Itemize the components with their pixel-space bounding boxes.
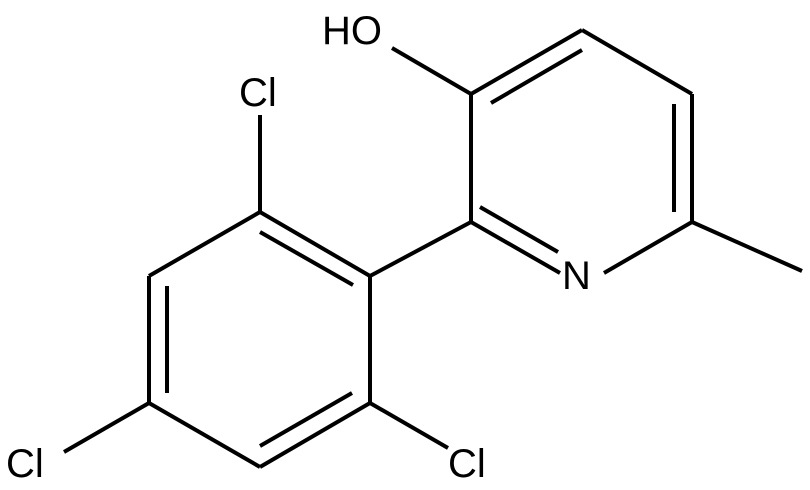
bond-c3-c4-double <box>489 48 584 105</box>
bond-ar5-ar6 <box>258 401 372 469</box>
bond-ar2-ar3 <box>148 210 261 278</box>
nitrogen-label: N <box>562 254 591 298</box>
bond-ar1-ar2 <box>258 210 372 278</box>
bond-ar1-ar2-double <box>259 230 354 287</box>
trichlorophenyl-ring <box>147 210 372 469</box>
hydroxyl-label: HO <box>322 9 382 53</box>
bond-c3-oh <box>390 46 473 96</box>
bond-ar6-cl <box>369 401 449 450</box>
bond-n-c2 <box>470 220 561 275</box>
bond-c6-n <box>602 220 694 275</box>
bond-ar4-cl <box>63 401 150 454</box>
bond-ar4-ar5 <box>148 401 261 469</box>
bond-c6-methyl <box>691 220 803 273</box>
chlorine-right-label: Cl <box>448 442 486 486</box>
bond-biaryl <box>369 220 472 278</box>
chlorine-left-label: Cl <box>6 442 44 486</box>
bond-n-c2-double <box>479 205 559 254</box>
bond-c3-c4 <box>470 28 583 96</box>
bond-c4-c5 <box>580 28 694 96</box>
pyridine-ring <box>469 28 694 275</box>
chlorine-top-label: Cl <box>239 71 277 115</box>
bond-ar5-ar6-double <box>259 391 353 448</box>
